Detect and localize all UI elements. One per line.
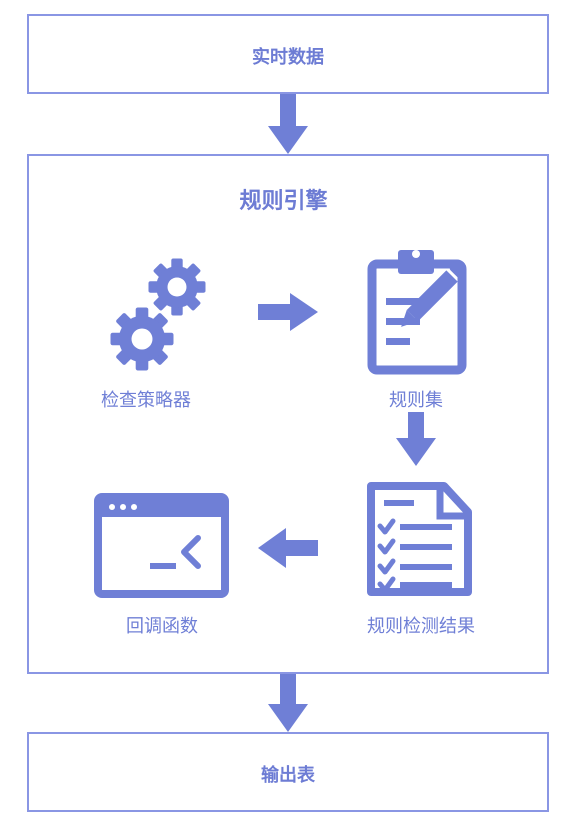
result-label: 规则检测结果 xyxy=(367,616,475,637)
clipboard-pencil-icon xyxy=(367,250,467,375)
arrow-right-icon xyxy=(258,293,318,331)
arrow-down-icon xyxy=(268,94,308,154)
terminal-window-icon xyxy=(94,493,229,598)
rule-engine-container xyxy=(27,154,549,674)
checklist-document-icon xyxy=(367,482,472,596)
rule-engine-title: 规则引擎 xyxy=(239,189,328,214)
arrow-down-icon xyxy=(268,674,308,732)
arrow-left-icon xyxy=(258,528,318,568)
output-table-label: 输出表 xyxy=(261,765,315,786)
ruleset-label: 规则集 xyxy=(389,390,443,411)
gears-icon xyxy=(110,258,206,371)
realtime-data-box: 实时数据 xyxy=(27,14,549,94)
realtime-data-label: 实时数据 xyxy=(252,47,324,68)
callback-label: 回调函数 xyxy=(126,616,198,637)
strategy-label: 检查策略器 xyxy=(101,390,191,411)
arrow-down-icon xyxy=(396,412,436,466)
output-table-box: 输出表 xyxy=(27,732,549,812)
